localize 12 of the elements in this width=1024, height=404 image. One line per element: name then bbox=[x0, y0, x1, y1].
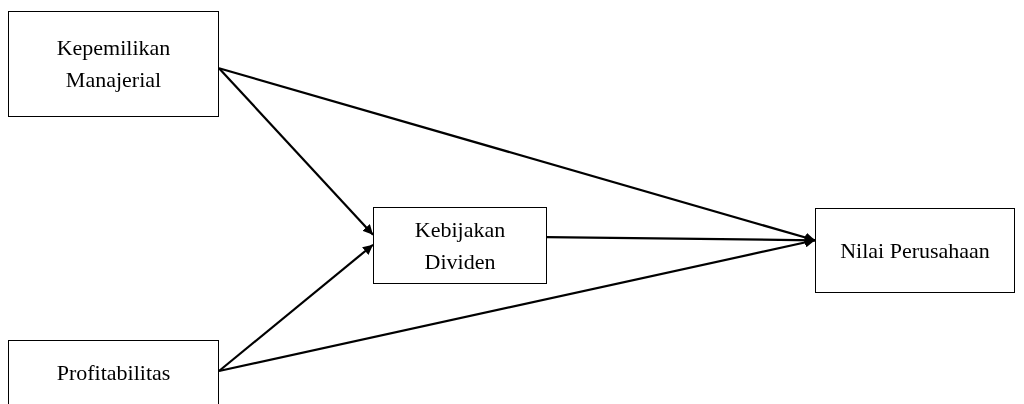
variable-box bbox=[373, 207, 547, 284]
variable-label: Kepemilikan Manajerial bbox=[55, 34, 172, 94]
variable-box bbox=[815, 208, 1015, 293]
arrow bbox=[218, 237, 816, 373]
variable-label: Profitabilitas bbox=[56, 359, 171, 388]
variable-box bbox=[8, 11, 219, 117]
arrow bbox=[218, 67, 374, 236]
variable-label: Nilai Perusahaan bbox=[840, 236, 990, 265]
variable-label: Kebijakan Dividen bbox=[413, 215, 507, 276]
variable-box bbox=[8, 340, 219, 404]
arrow bbox=[547, 235, 815, 246]
arrow bbox=[218, 243, 374, 372]
